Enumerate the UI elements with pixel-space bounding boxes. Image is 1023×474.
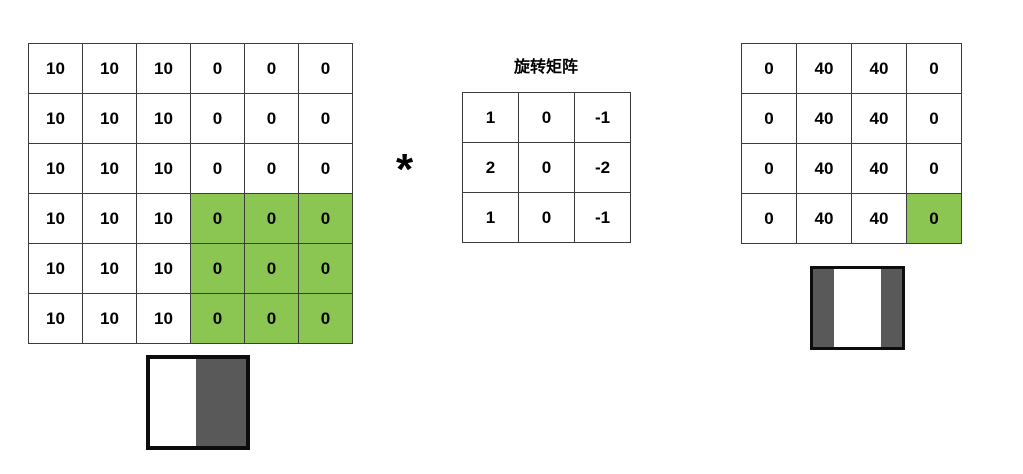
- matrix-cell: 0: [190, 243, 245, 294]
- matrix-cell: 0: [244, 243, 299, 294]
- matrix-cell: 10: [28, 143, 83, 194]
- matrix-cell: 0: [741, 93, 797, 144]
- matrix-cell: 0: [518, 92, 575, 143]
- dark-region: [196, 359, 246, 446]
- matrix-cell: 0: [244, 93, 299, 144]
- matrix-cell: 0: [190, 293, 245, 344]
- matrix-cell: 10: [82, 243, 137, 294]
- matrix-cell: 40: [796, 93, 852, 144]
- matrix-cell: 10: [82, 293, 137, 344]
- matrix-cell: 40: [796, 193, 852, 244]
- matrix-cell: 10: [28, 193, 83, 244]
- matrix-cell: 0: [518, 142, 575, 193]
- matrix-cell: 10: [28, 293, 83, 344]
- dark-region: [813, 269, 835, 347]
- matrix-cell: 0: [244, 193, 299, 244]
- output-image-preview: [810, 266, 905, 350]
- matrix-cell: -2: [574, 142, 631, 193]
- matrix-cell: 10: [136, 293, 191, 344]
- matrix-cell: 10: [82, 193, 137, 244]
- matrix-cell: 40: [851, 43, 907, 94]
- matrix-cell: 0: [298, 293, 353, 344]
- matrix-cell: 0: [298, 193, 353, 244]
- matrix-cell: 0: [298, 143, 353, 194]
- matrix-cell: 10: [136, 93, 191, 144]
- matrix-cell: 10: [82, 93, 137, 144]
- input-image-preview: [146, 355, 250, 450]
- matrix-cell: 40: [796, 143, 852, 194]
- matrix-cell: 10: [28, 93, 83, 144]
- matrix-cell: 10: [28, 43, 83, 94]
- matrix-cell: 1: [462, 192, 519, 243]
- matrix-cell: 10: [136, 143, 191, 194]
- matrix-cell: 10: [82, 43, 137, 94]
- matrix-cell: 0: [298, 43, 353, 94]
- matrix-cell: 0: [244, 143, 299, 194]
- matrix-cell: 0: [741, 193, 797, 244]
- matrix-cell: 0: [190, 193, 245, 244]
- dark-region: [880, 269, 902, 347]
- matrix-cell: 1: [462, 92, 519, 143]
- matrix-cell: 2: [462, 142, 519, 193]
- matrix-cell: 0: [906, 193, 962, 244]
- matrix-cell: 10: [136, 243, 191, 294]
- matrix-cell: 10: [28, 243, 83, 294]
- matrix-cell: 40: [796, 43, 852, 94]
- matrix-cell: 40: [851, 143, 907, 194]
- matrix-cell: 0: [906, 43, 962, 94]
- matrix-cell: 40: [851, 93, 907, 144]
- matrix-cell: 0: [190, 93, 245, 144]
- matrix-cell: 0: [298, 93, 353, 144]
- matrix-cell: 40: [851, 193, 907, 244]
- matrix-cell: 0: [298, 243, 353, 294]
- kernel-title: 旋转矩阵: [513, 59, 578, 76]
- matrix-cell: -1: [574, 92, 631, 143]
- white-region: [834, 269, 881, 347]
- matrix-cell: 10: [82, 143, 137, 194]
- matrix-cell: 0: [190, 143, 245, 194]
- matrix-cell: -1: [574, 192, 631, 243]
- matrix-cell: 0: [741, 143, 797, 194]
- matrix-cell: 0: [244, 293, 299, 344]
- matrix-cell: 10: [136, 43, 191, 94]
- matrix-cell: 0: [518, 192, 575, 243]
- matrix-cell: 0: [244, 43, 299, 94]
- white-region: [150, 359, 197, 446]
- matrix-cell: 0: [190, 43, 245, 94]
- matrix-cell: 0: [906, 93, 962, 144]
- matrix-cell: 0: [906, 143, 962, 194]
- convolution-operator: *: [396, 145, 414, 194]
- matrix-cell: 0: [741, 43, 797, 94]
- matrix-cell: 10: [136, 193, 191, 244]
